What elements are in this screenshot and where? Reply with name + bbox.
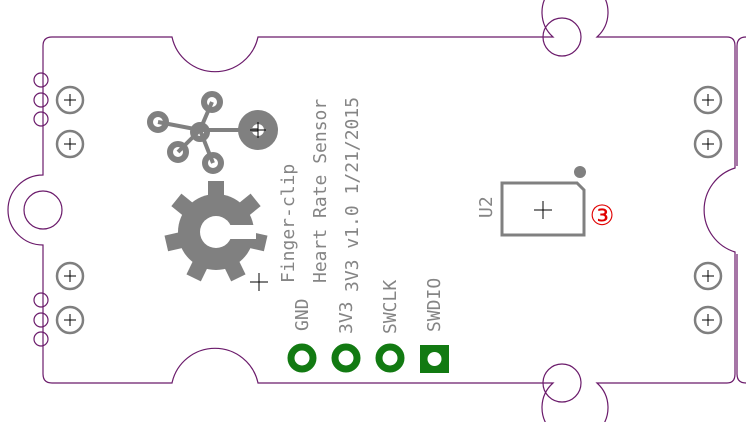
board-title-line1: Finger-clip — [278, 164, 299, 283]
mounting-holes — [55, 85, 723, 335]
pin-label-gnd: GND — [292, 298, 313, 331]
pad-3v3[interactable] — [331, 343, 361, 373]
board-version-line: 3V3 v1.0 1/21/2015 — [342, 97, 363, 292]
header-pads — [287, 343, 449, 373]
open-hardware-gear-icon — [164, 181, 268, 291]
pad-gnd[interactable] — [287, 343, 317, 373]
component-ref-label: U2 — [476, 196, 497, 218]
marker-3-label: ③ — [589, 199, 614, 232]
pin-label-swdio: SWDIO — [424, 278, 445, 332]
pad-swclk[interactable] — [375, 343, 405, 373]
board-title-line2: Heart Rate Sensor — [310, 99, 331, 283]
pad-swdio[interactable] — [420, 345, 449, 373]
component-u2[interactable]: U2 ③ — [476, 166, 615, 237]
network-logo-icon — [147, 91, 278, 174]
board-outline — [7, 0, 746, 422]
pin-label-swclk: SWCLK — [380, 280, 401, 334]
pin-label-3v3: 3V3 — [336, 301, 357, 334]
